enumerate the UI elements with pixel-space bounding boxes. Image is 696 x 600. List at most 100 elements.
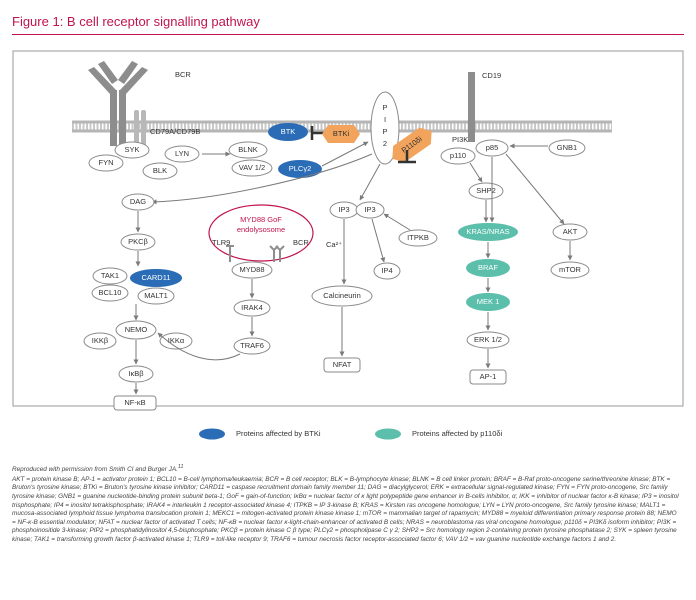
ap1-label: AP-1 — [480, 372, 497, 381]
cd19-label: CD19 — [482, 71, 501, 80]
node-syk: SYK — [114, 141, 150, 159]
node-p85: p85 — [475, 139, 509, 157]
arrow-pip2-ip3 — [359, 163, 381, 201]
blnk-label: BLNK — [238, 145, 258, 154]
syk-label: SYK — [124, 145, 139, 154]
arrow-plcg2-pip2 — [321, 141, 369, 167]
erk-label: ERK 1/2 — [474, 335, 502, 344]
ip4-label: IP4 — [381, 266, 392, 275]
node-mtor: mTOR — [550, 261, 590, 279]
node-erk: ERK 1/2 — [466, 331, 510, 349]
abbreviations-text: AKT = protein kinase B; AP-1 = activator… — [12, 475, 679, 543]
mtor-label: mTOR — [559, 265, 582, 274]
node-card11: CARD11 — [130, 269, 182, 287]
node-btki: BTKi — [322, 125, 360, 143]
node-ip4: IP4 — [373, 262, 401, 280]
pip2-label-p2: P — [382, 127, 387, 136]
legend-btki-label: Proteins affected by BTKi — [236, 429, 321, 438]
myd88-label: MYD88 — [239, 265, 264, 274]
tak1-label: TAK1 — [101, 271, 119, 280]
credit-line: Reproduced with permission from Smith CI… — [12, 463, 682, 475]
node-nemo: NEMO — [115, 320, 157, 340]
node-irak4: IRAK4 — [233, 299, 271, 317]
arrow-traf6-nemo — [157, 332, 241, 361]
node-nfat: NFAT — [323, 357, 361, 373]
braf-label: BRAF — [478, 263, 498, 272]
credit-ref: 11 — [177, 464, 184, 470]
node-tak1: TAK1 — [92, 267, 128, 285]
cd79-label: CD79A/CD79B — [150, 127, 200, 136]
node-ip3b: IP3 — [355, 201, 385, 219]
nemo-label: NEMO — [125, 325, 148, 334]
pip2-label-i: I — [384, 115, 386, 124]
node-pkcb: PKCβ — [120, 233, 156, 251]
arrow-itpkb-ip3 — [383, 213, 411, 231]
vav-label: VAV 1/2 — [239, 163, 265, 172]
blk-label: BLK — [153, 166, 167, 175]
arrow-p85-akt — [505, 153, 565, 225]
pi3k-label: PI3K — [452, 135, 468, 144]
p110di-inhibitor: P110δi — [392, 127, 432, 163]
node-calcineurin: Calcineurin — [311, 285, 373, 307]
ikba-label: IκBβ — [128, 369, 144, 378]
node-dag: DAG — [121, 193, 155, 211]
bcr-label: BCR — [175, 70, 191, 79]
ip3a-label: IP3 — [338, 205, 349, 214]
tlr9-bcr-mini-receptors-icon — [226, 245, 285, 262]
title-rule — [12, 34, 684, 35]
ikka-label: IKKα — [168, 336, 185, 345]
node-itpkb: ITPKB — [398, 229, 438, 247]
btki-label: BTKi — [333, 129, 350, 138]
kras-label: KRAS/NRAS — [466, 227, 509, 236]
arrow-ip3-ip4 — [371, 218, 386, 263]
legend-p110-label: Proteins affected by p110δi — [412, 429, 503, 438]
bcl10-label: BCL10 — [99, 288, 122, 297]
node-mek1: MEK 1 — [466, 293, 510, 311]
malt1-label: MALT1 — [144, 291, 168, 300]
node-kras: KRAS/NRAS — [458, 223, 518, 241]
btki-inhibit-bar — [310, 126, 324, 140]
pip2-node: P I P 2 — [370, 91, 400, 165]
node-lyn: LYN — [164, 145, 200, 163]
endolysosome-label: endolysosome — [237, 225, 285, 234]
bcr2-label: BCR — [293, 238, 309, 247]
legend-p110-swatch — [375, 428, 401, 440]
node-nfkb: NF-κB — [113, 395, 157, 411]
node-ip3a: IP3 — [329, 201, 359, 219]
itpkb-label: ITPKB — [407, 233, 429, 242]
pip2-label-p1: P — [382, 103, 387, 112]
p110di-inhibit-bar — [398, 150, 416, 164]
node-vav: VAV 1/2 — [231, 159, 273, 177]
figure-footer: Reproduced with permission from Smith CI… — [12, 463, 682, 544]
mek1-label: MEK 1 — [477, 297, 500, 306]
node-ikba: IκBβ — [118, 365, 154, 383]
figure-title: Figure 1: B cell receptor signalling pat… — [12, 14, 260, 29]
akt-label: AKT — [563, 227, 578, 236]
node-blk: BLK — [142, 162, 178, 180]
node-blnk: BLNK — [228, 141, 268, 159]
node-shp2: SHP2 — [468, 182, 504, 200]
cd79-icon — [134, 110, 146, 150]
ip3b-label: IP3 — [364, 205, 375, 214]
node-myd88: MYD88 — [231, 261, 273, 279]
node-ikka: IKKα — [159, 332, 193, 350]
plcg2-label: PLCγ2 — [289, 164, 312, 173]
shp2-label: SHP2 — [476, 186, 496, 195]
fyn-label: FYN — [99, 158, 114, 167]
node-p110: p110 — [440, 147, 476, 165]
node-akt: AKT — [552, 223, 588, 241]
traf6-label: TRAF6 — [240, 341, 264, 350]
calcineurin-label: Calcineurin — [323, 291, 361, 300]
pkcb-label: PKCβ — [128, 237, 148, 246]
node-ikkb: IKKβ — [83, 332, 117, 350]
legend-btki-swatch — [199, 428, 225, 440]
tlr9-label: TLR9 — [212, 238, 230, 247]
credit-text: Reproduced with permission from Smith CI… — [12, 466, 178, 474]
card11-label: CARD11 — [141, 273, 170, 282]
gnb1-label: GNB1 — [557, 143, 577, 152]
irak4-label: IRAK4 — [241, 303, 263, 312]
node-malt1: MALT1 — [137, 287, 175, 305]
lyn-label: LYN — [175, 149, 189, 158]
pip2-label-2: 2 — [383, 139, 387, 148]
ikkb-label: IKKβ — [92, 336, 109, 345]
